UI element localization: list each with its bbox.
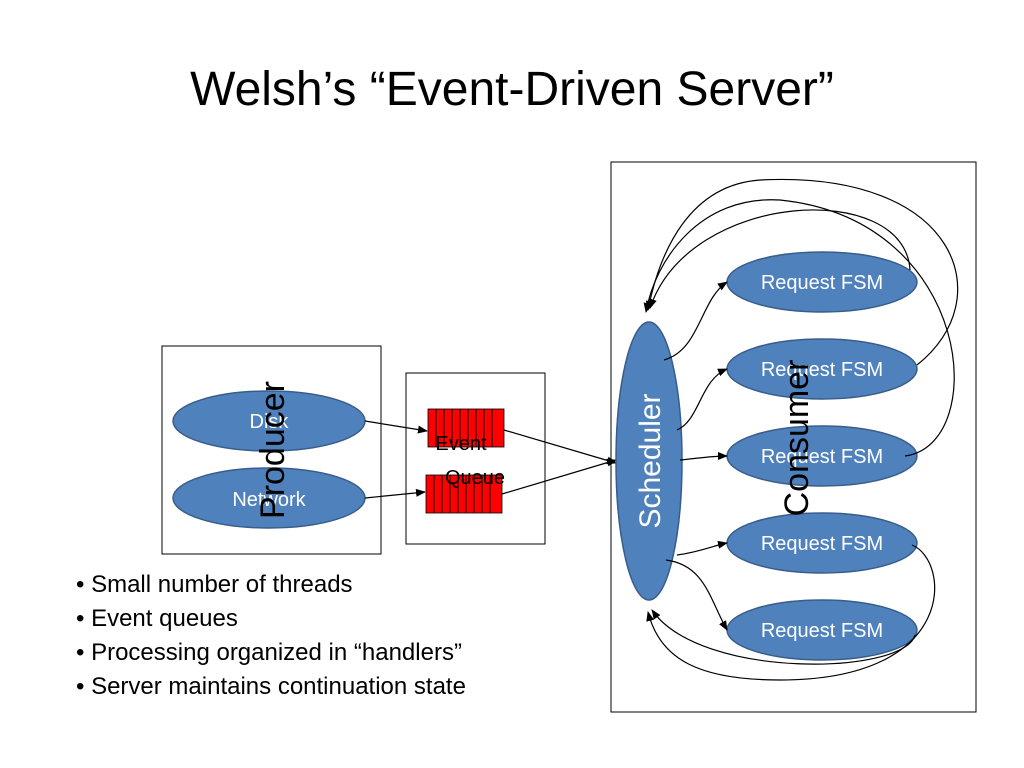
bullet-list: Small number of threads Event queues Pro…	[76, 568, 466, 704]
fsm-4-return-arrow	[646, 544, 936, 681]
disk-event-queue	[427, 408, 505, 448]
network-event-queue	[425, 474, 503, 514]
bullet-item: Small number of threads	[76, 568, 466, 602]
bullet-item: Processing organized in “handlers”	[76, 636, 466, 670]
consumer-label: Consumer	[778, 360, 816, 517]
event-queue-box	[405, 372, 546, 545]
slide-title: Welsh’s “Event-Driven Server”	[190, 63, 834, 116]
request-fsm-2-label: Request FSM	[761, 359, 883, 381]
request-fsm-5-label: Request FSM	[761, 620, 883, 642]
request-fsm-4-label: Request FSM	[761, 533, 883, 555]
consumer-box	[610, 161, 977, 713]
bullet-item: Server maintains continuation state	[76, 670, 466, 704]
scheduler-to-fsm-3-arrow	[679, 452, 728, 461]
fsm-2-return-arrow	[645, 178, 959, 366]
request-fsm-1-label: Request FSM	[761, 272, 883, 294]
disk-label: Disk	[250, 411, 290, 433]
network-to-queue-arrow	[364, 488, 426, 499]
producer-label: Producer	[254, 381, 292, 519]
scheduler-to-fsm-2-arrow	[676, 368, 728, 431]
network-label: Network	[232, 489, 306, 511]
network-queue-to-scheduler-arrow	[501, 458, 617, 495]
request-fsm-3-label: Request FSM	[761, 446, 883, 468]
scheduler-label: Scheduler	[634, 393, 667, 528]
fsm-1-return-arrow	[649, 209, 911, 309]
event-queue-label-line2: Queue	[445, 467, 505, 489]
bullet-item: Event queues	[76, 602, 466, 636]
fsm-5-return-arrow	[651, 609, 916, 665]
scheduler-to-fsm-1-arrow	[663, 281, 728, 361]
scheduler-node	[615, 321, 683, 601]
scheduler-to-fsm-5-arrow	[665, 559, 728, 631]
disk-queue-to-scheduler-arrow	[503, 429, 617, 465]
fsm-3-return-arrow	[643, 199, 955, 457]
disk-to-queue-arrow	[364, 420, 428, 434]
scheduler-to-fsm-4-arrow	[676, 540, 728, 556]
producer-box	[161, 345, 382, 555]
event-queue-label-line1: Event	[435, 433, 487, 455]
